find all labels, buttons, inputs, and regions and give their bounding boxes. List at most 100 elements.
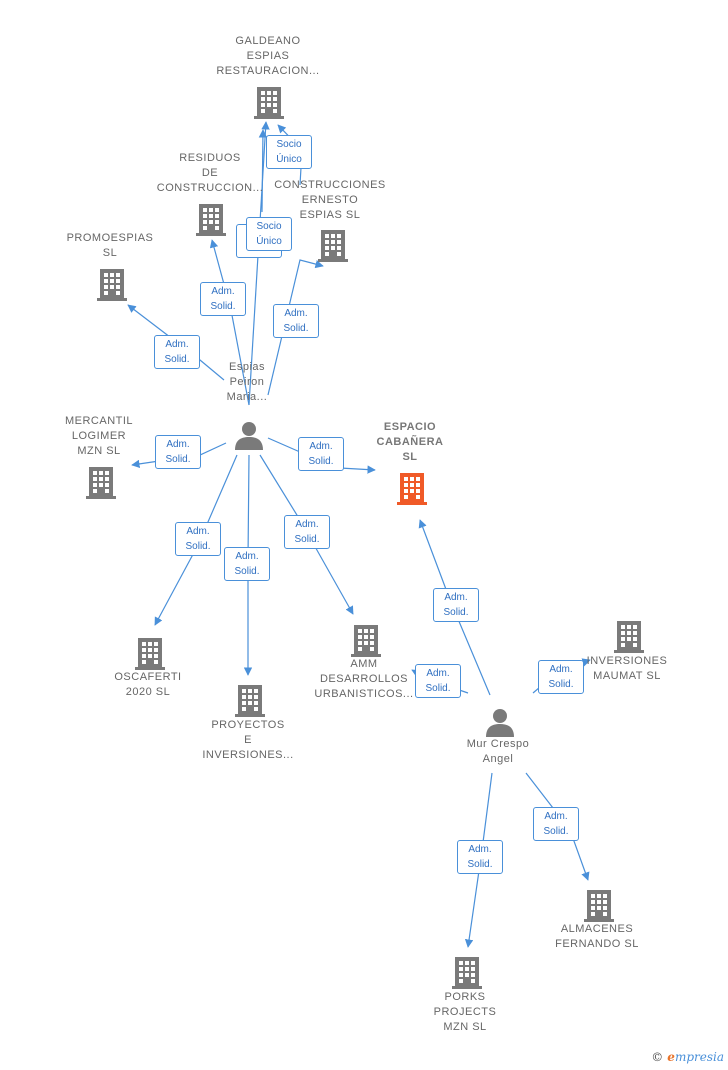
node-label-line: SL: [102, 247, 118, 259]
role-badge-line: Solid.: [165, 454, 191, 465]
role-badge-line: Solid.: [308, 456, 334, 467]
node-label-line: MERCANTIL: [64, 415, 134, 427]
building-icon-amm[interactable]: [351, 625, 381, 657]
edge-arrow: [258, 129, 268, 213]
role-badge-line: Adm.: [444, 592, 468, 603]
role-badge-line: Adm.: [166, 439, 190, 450]
role-badge-line: Adm.: [544, 811, 568, 822]
role-badge-line: Solid.: [234, 566, 260, 577]
building-icon-promoespias[interactable]: [97, 269, 127, 301]
node-label-line: GALDEANO: [235, 35, 301, 47]
node-label-line: PROYECTOS: [211, 719, 285, 731]
person-icon-mur_crespo[interactable]: [486, 709, 514, 737]
node-label-line: 2020 SL: [125, 686, 171, 698]
role-badge-r5: Adm. Solid.: [273, 304, 319, 338]
brand-logo[interactable]: ©empresia: [651, 1050, 724, 1064]
role-badge-line: Adm.: [165, 339, 189, 350]
role-badge-r11: Adm. Solid.: [224, 547, 270, 581]
node-label-line: ESPACIO: [383, 421, 437, 433]
node-label-line: RESTAURACION...: [216, 65, 320, 77]
node-label-line: OSCAFERTI: [114, 671, 182, 683]
role-badge-r7: Adm. Solid.: [155, 435, 201, 469]
role-badge-line: Adm.: [186, 526, 210, 537]
building-icon-proyectos[interactable]: [235, 685, 265, 717]
role-badge-line: Solid.: [185, 541, 211, 552]
building-icon-construcciones[interactable]: [318, 230, 348, 262]
role-badge-line: Socio: [256, 221, 282, 232]
node-label-line: ESPIAS: [246, 50, 290, 62]
node-label-line: E: [244, 734, 252, 746]
node-label-maumat[interactable]: INVERSIONES MAUMAT SL: [562, 654, 692, 684]
role-badge-line: Adm.: [235, 551, 259, 562]
role-badge-line: Adm.: [211, 286, 235, 297]
role-badge-r4: Adm. Solid.: [200, 282, 246, 316]
building-icon-mercantil[interactable]: [86, 467, 116, 499]
edge-arrow: [267, 259, 324, 396]
node-label-residuos[interactable]: RESIDUOS DE CONSTRUCCION...: [145, 151, 275, 196]
node-label-line: Peiron: [229, 376, 265, 388]
building-icon-espacio[interactable]: [397, 473, 427, 505]
role-badge-r6: Adm. Solid.: [154, 335, 200, 369]
node-label-line: DESARROLLOS: [319, 673, 409, 685]
brand-initial: e: [667, 1050, 675, 1064]
building-icon-maumat[interactable]: [614, 621, 644, 653]
node-label-line: PROMOESPIAS: [66, 232, 154, 244]
node-label-line: CONSTRUCCION...: [156, 182, 264, 194]
node-label-line: Espias: [228, 361, 266, 373]
role-badge-line: Solid.: [164, 354, 190, 365]
node-label-line: PROJECTS: [433, 1006, 497, 1018]
role-badge-line: Solid.: [294, 534, 320, 545]
role-badge-line: Solid.: [443, 607, 469, 618]
node-label-line: CONSTRUCCIONES: [274, 179, 386, 191]
building-icon-oscaferti[interactable]: [135, 638, 165, 670]
role-badge-line: Solid.: [283, 323, 309, 334]
node-label-porks[interactable]: PORKS PROJECTS MZN SL: [400, 990, 530, 1035]
building-icon-almacenes[interactable]: [584, 890, 614, 922]
node-label-line: MZN SL: [443, 1021, 487, 1033]
role-badge-line: Socio: [276, 139, 302, 150]
node-label-line: DE: [201, 167, 219, 179]
building-icon-porks[interactable]: [452, 957, 482, 989]
node-label-line: RESIDUOS: [179, 152, 241, 164]
person-icon-espias_peiron[interactable]: [235, 422, 263, 450]
building-icon-residuos[interactable]: [196, 204, 226, 236]
node-label-line: INVERSIONES...: [202, 749, 294, 761]
role-badge-r13: Adm. Solid.: [415, 664, 461, 698]
role-badge-line: Solid.: [548, 679, 574, 690]
edge-arrow: [248, 121, 270, 406]
node-label-promoespias[interactable]: PROMOESPIAS SL: [45, 231, 175, 261]
role-badge-line: Solid.: [425, 683, 451, 694]
role-badge-r12: Adm. Solid.: [433, 588, 479, 622]
node-label-galdeano[interactable]: GALDEANO ESPIAS RESTAURACION...: [203, 34, 333, 79]
role-badge-line: Adm.: [295, 519, 319, 530]
node-label-line: INVERSIONES: [586, 655, 668, 667]
role-badge-line: Solid.: [210, 301, 236, 312]
node-label-oscaferti[interactable]: OSCAFERTI 2020 SL: [83, 670, 213, 700]
role-badge-line: Único: [256, 236, 282, 247]
edge-arrow: [127, 304, 225, 381]
node-label-line: MAUMAT SL: [593, 670, 661, 682]
node-label-line: ERNESTO: [301, 194, 359, 206]
node-label-line: PORKS: [444, 991, 486, 1003]
role-badge-r15: Adm.Solid.: [533, 807, 579, 841]
node-label-proyectos[interactable]: PROYECTOS E INVERSIONES...: [183, 718, 313, 763]
role-badge-line: Adm.: [284, 308, 308, 319]
node-label-line: ALMACENES: [560, 923, 634, 935]
building-icon-galdeano[interactable]: [254, 87, 284, 119]
role-badge-r16: Adm.Solid.: [457, 840, 503, 874]
node-label-line: Maria...: [226, 391, 268, 403]
node-label-line: LOGIMER: [71, 430, 127, 442]
role-badge-line: Adm.: [309, 441, 333, 452]
brand-name: mpresia: [674, 1050, 724, 1064]
node-label-line: AMM: [350, 658, 378, 670]
role-badge-line: Adm.: [426, 668, 450, 679]
